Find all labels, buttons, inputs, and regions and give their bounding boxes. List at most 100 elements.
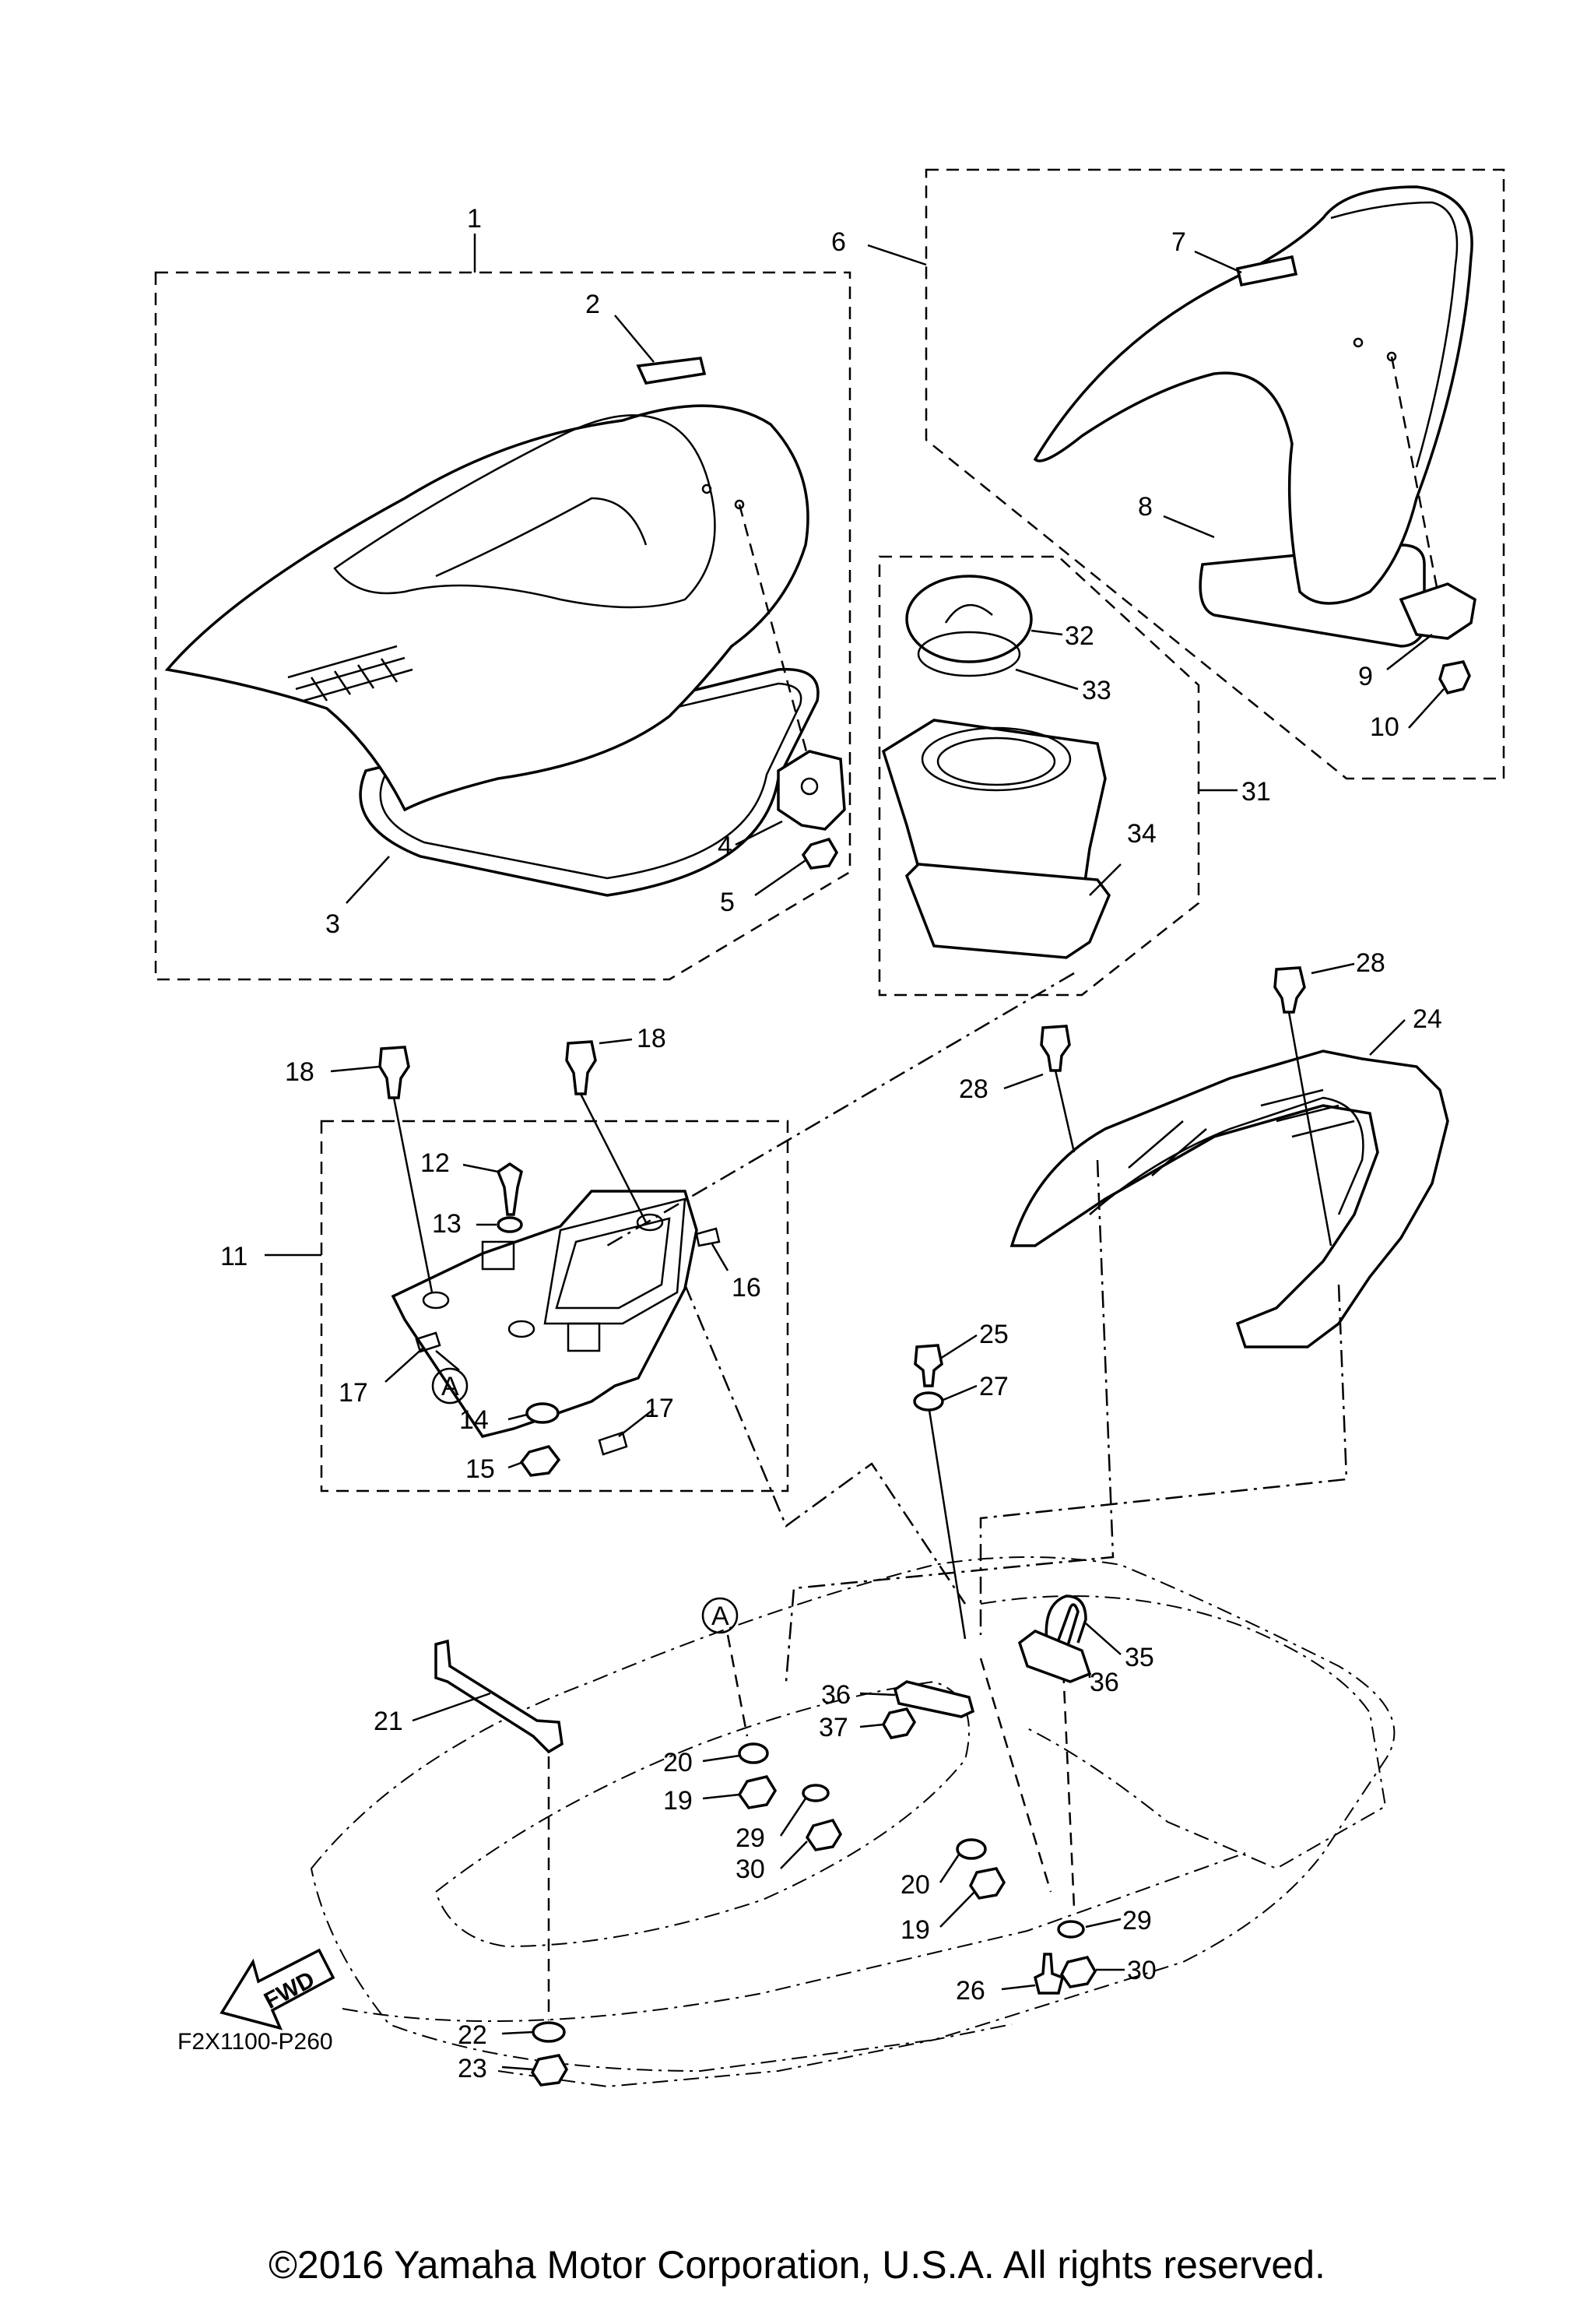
hull-bottom [497,2023,1013,2088]
bolt-28-left [1040,1025,1071,1072]
seat-assembly-6-boundary [925,168,1505,780]
callout-22: 22 [458,2020,487,2050]
bracket-label-17b [598,1431,628,1456]
callout-18-right: 18 [637,1024,666,1053]
callout-28-right: 28 [1356,948,1385,978]
hull-seat-area [434,1680,970,1948]
seat-hole [734,499,745,510]
callout-31: 31 [1241,777,1271,807]
seat-underside-rails [287,645,413,702]
marker-a-hull: A [711,1601,729,1631]
leader-35 [1085,1623,1122,1655]
seat-bracket [391,1162,721,1477]
callout-32: 32 [1065,621,1094,651]
hull-deck-outline [310,1556,1396,2073]
leader-6 [867,244,927,266]
seat-bracket-block [567,1322,601,1352]
washer-29-left [802,1784,830,1802]
callout-4: 4 [718,832,732,861]
storage-box-opening-inner [936,737,1056,786]
callout-34: 34 [1127,819,1157,849]
mount-line-26 [979,1658,1052,1893]
bolt-28-right [1273,966,1306,1014]
callout-24: 24 [1413,1004,1442,1034]
washer-14 [525,1402,560,1424]
washer-13 [497,1216,523,1233]
callout-11: 11 [220,1242,248,1271]
leader-9 [1386,634,1433,670]
hull-outline [310,1556,1396,2088]
bolt-10 [1438,660,1471,695]
forward-arrow: FWD [219,1948,335,2030]
callout-23: 23 [458,2054,487,2083]
washer-27 [913,1391,944,1412]
bracket-assembly-11-boundary [320,1120,789,1492]
washer-20-right [956,1838,987,1860]
nut-19-right [968,1867,1006,1900]
leader-a-bracket [435,1350,460,1371]
storage-assembly-31-boundary [878,555,1200,997]
callout-25: 25 [979,1320,1009,1349]
leader-2 [614,315,655,363]
leader-14 [507,1413,528,1421]
callout-37: 37 [819,1713,848,1742]
routing-line-a [606,972,1075,1605]
callout-15: 15 [465,1454,495,1484]
callout-16: 16 [732,1273,761,1303]
callout-8: 8 [1138,492,1153,522]
callout-35: 35 [1125,1643,1154,1672]
mount-line-4 [738,504,811,764]
leader-34 [1089,863,1122,896]
storage-cap [905,575,1033,663]
callout-1: 1 [467,204,482,234]
mount-line-25 [927,1405,967,1640]
leader-29-left [779,1798,807,1837]
leader-18-left [330,1065,381,1073]
mount-line-35 [1061,1650,1076,1908]
washer-22 [532,2021,566,2043]
seat-bracket-frame-inner [555,1217,671,1310]
callout-14: 14 [459,1405,489,1435]
leader-4 [735,820,783,846]
callout-3: 3 [325,909,340,939]
seat-base-frame-inner [379,682,802,880]
seat-base-frame [359,667,820,897]
rear-seat-lock-bracket [1399,582,1476,640]
bracket-label-16 [695,1227,721,1247]
callout-36-right: 36 [1090,1668,1119,1697]
callout-20-right: 20 [901,1870,930,1900]
storage-cap-gasket [917,631,1021,677]
u-bolt [1045,1594,1087,1651]
seat-cushion-outline [333,414,716,609]
callout-6: 6 [831,227,846,257]
rear-seat-hole [1353,337,1364,348]
callout-21: 21 [374,1707,403,1736]
washer-20-left [738,1742,769,1764]
leader-12 [462,1163,499,1173]
grab-handle-body [1009,1049,1449,1348]
callout-19-left: 19 [663,1786,693,1816]
leader-19-right [939,1891,975,1928]
callout-29-left: 29 [736,1823,765,1853]
callout-29-right: 29 [1122,1906,1152,1935]
front-seat [164,357,846,897]
leader-24 [1369,1019,1406,1056]
leader-16 [711,1243,729,1271]
mount-line-18-right [579,1093,648,1223]
bracket-hole [800,777,819,796]
callout-12: 12 [420,1148,450,1178]
callout-9: 9 [1358,662,1373,691]
callout-20-left: 20 [663,1748,693,1777]
leader-17-left [384,1346,425,1383]
leader-25 [939,1334,978,1360]
seat-bracket-boss [636,1213,664,1232]
copyright-notice: ©2016 Yamaha Motor Corporation, U.S.A. A… [269,2243,1325,2287]
nut-30-left [805,1818,843,1851]
forward-arrow-shape [219,1948,335,2030]
leader-18-right [599,1038,633,1045]
leader-22 [501,2030,534,2035]
callout-30-left: 30 [736,1855,765,1884]
storage-box-opening [921,726,1072,792]
mount-line-18-left [392,1097,434,1293]
mount-line-28-right [1287,1011,1332,1246]
